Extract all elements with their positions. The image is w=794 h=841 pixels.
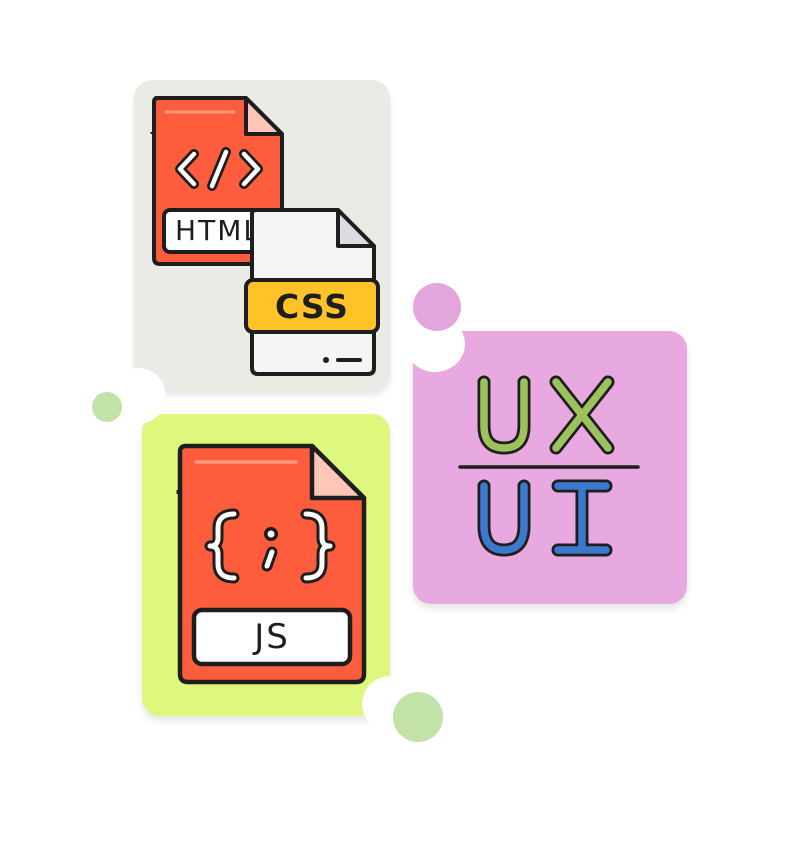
css-label: CSS bbox=[275, 287, 349, 326]
decorative-dot-purple bbox=[413, 283, 461, 331]
decorative-dot-green bbox=[92, 392, 122, 422]
css-file-icon: CSS bbox=[244, 208, 380, 376]
ux-ui-icon bbox=[458, 375, 640, 557]
ui-glyph bbox=[477, 479, 613, 557]
js-file-icon: JS bbox=[176, 443, 367, 685]
js-label: JS bbox=[252, 617, 290, 657]
ux-glyph bbox=[477, 375, 615, 455]
decorative-dot-green bbox=[393, 692, 443, 742]
html-label: HTML bbox=[175, 214, 261, 247]
